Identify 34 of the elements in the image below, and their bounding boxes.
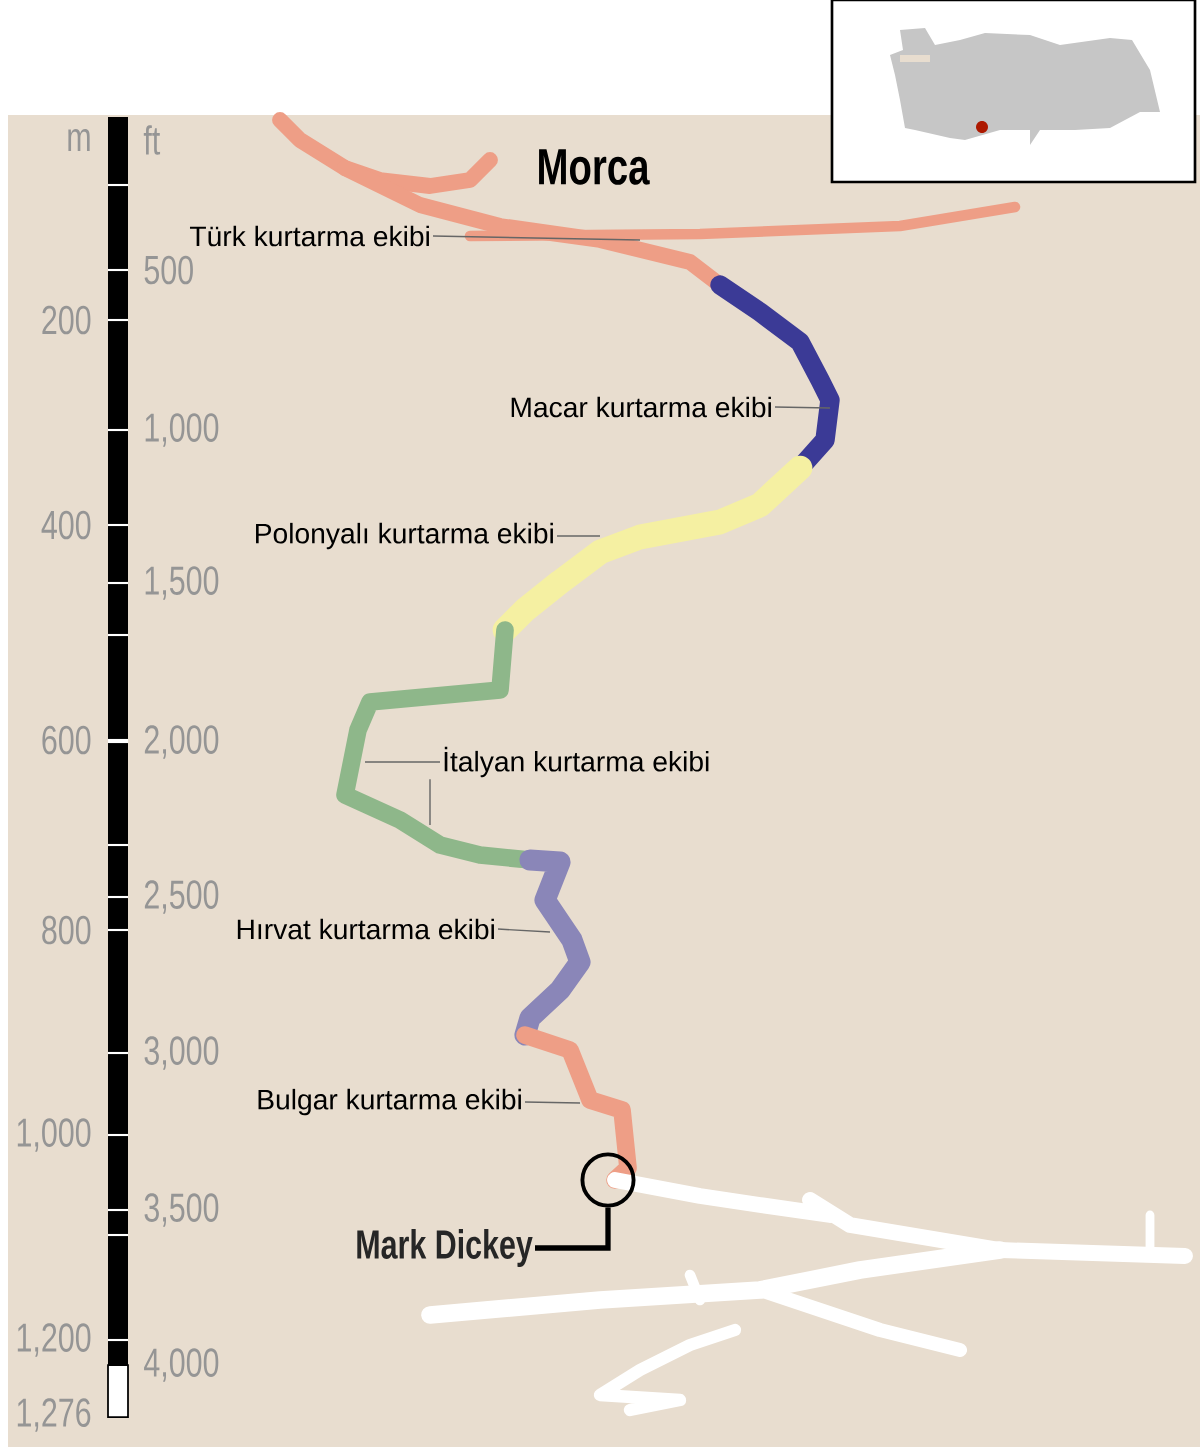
- scale-number: 2,500: [144, 880, 219, 914]
- leader-line: [524, 1101, 581, 1104]
- unit-label: m: [68, 129, 90, 151]
- scale-number: 3,500: [144, 1193, 219, 1227]
- scale-number: 4,000: [144, 1348, 219, 1382]
- scale-number: 1,276: [17, 1398, 91, 1432]
- leader-line: [774, 406, 831, 409]
- team-label: Türk kurtarma ekibi: [190, 225, 429, 247]
- scale-number: 800: [42, 915, 91, 945]
- leader-line: [497, 928, 551, 933]
- leader-line: [429, 778, 431, 826]
- team-label: Bulgar kurtarma ekibi: [258, 1088, 521, 1116]
- scale-number: 3,000: [144, 1036, 219, 1070]
- person-label: Mark Dickey: [357, 1229, 533, 1267]
- team-label: Polonyalı kurtarma ekibi: [256, 522, 553, 550]
- scale-number: 400: [41, 510, 91, 540]
- scale-number: 200: [42, 305, 91, 335]
- scale-number: 1,200: [17, 1323, 91, 1357]
- leader-line: [535, 1207, 611, 1251]
- scale-number: 1,000: [145, 413, 219, 447]
- team-label: Macar kurtarma ekibi: [511, 396, 771, 418]
- team-label: İtalyan kurtarma ekibi: [444, 746, 709, 778]
- leader-line: [432, 235, 641, 241]
- cave-name: Morca: [539, 149, 650, 185]
- team-label: Hırvat kurtarma ekibi: [237, 918, 494, 940]
- scale-number: 500: [144, 255, 193, 285]
- unit-label: ft: [143, 125, 161, 155]
- leader-line: [556, 535, 601, 537]
- scale-number: 600: [42, 725, 91, 755]
- leader-line: [364, 761, 441, 763]
- location-circle: [580, 1152, 636, 1208]
- scale-number: 1,500: [145, 566, 219, 600]
- scale-number: 1,000: [17, 1118, 91, 1152]
- scale-number: 2,000: [144, 725, 219, 759]
